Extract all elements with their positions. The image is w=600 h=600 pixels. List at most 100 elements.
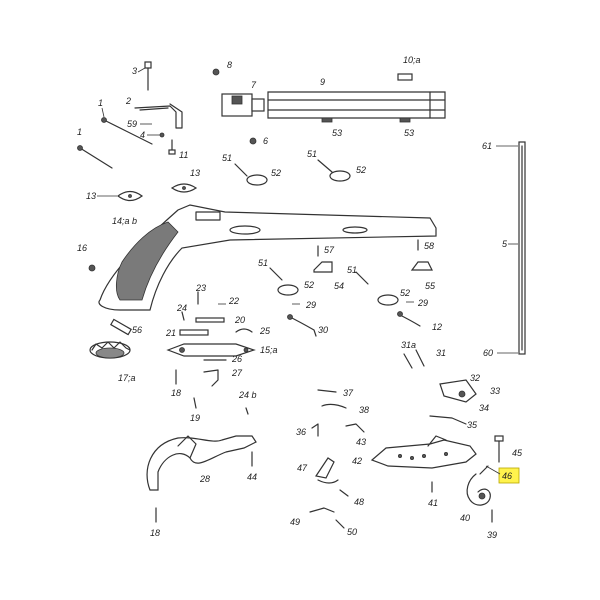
callout-31: 31: [436, 348, 446, 358]
callout-46-highlight[interactable]: 46: [498, 467, 520, 484]
part-35-spring: [429, 415, 467, 425]
callout-18a: 18: [171, 388, 181, 398]
callout-41: 41: [428, 498, 438, 508]
callout-29a: 29: [305, 300, 316, 310]
part-45-screw: [494, 435, 504, 463]
part-14-stock: [98, 204, 437, 311]
callout-59: 59: [127, 119, 137, 129]
callout-57: 57: [324, 245, 335, 255]
part-53-lug-a: [321, 117, 333, 123]
callout-12: 12: [432, 322, 442, 332]
part-52-ferrule-c: [277, 284, 299, 296]
part-51-screw-b: [317, 159, 333, 173]
callout-37: 37: [343, 388, 354, 398]
part-7-breech-plug: [221, 93, 265, 117]
callout-51b: 51: [307, 149, 317, 159]
callout-49: 49: [290, 517, 300, 527]
callout-20: 20: [234, 315, 245, 325]
callout-8: 8: [227, 60, 232, 70]
part-30-spring: [287, 314, 317, 337]
callout-14ab: 14;a b: [112, 216, 137, 226]
part-20-bar: [195, 317, 225, 323]
callout-53a: 53: [332, 128, 342, 138]
callout-56: 56: [132, 325, 142, 335]
part-47-lever: [315, 457, 339, 484]
part-48-screw: [339, 489, 349, 497]
callout-50: 50: [347, 527, 357, 537]
callout-54: 54: [334, 281, 344, 291]
callout-32: 32: [470, 373, 480, 383]
part-6-screw: [249, 137, 257, 145]
part-51-screw-d: [355, 271, 369, 285]
callout-39: 39: [487, 530, 497, 540]
part-38-spring: [321, 403, 347, 409]
callout-3: 3: [132, 66, 137, 76]
callout-47: 47: [297, 463, 308, 473]
callout-4: 4: [140, 130, 145, 140]
part-24-pin: [181, 311, 185, 321]
callout-31a: 31a: [401, 340, 416, 350]
part-51-screw-a: [234, 163, 248, 177]
part-34-tumbler: [439, 379, 477, 403]
callout-17a: 17;a: [118, 373, 136, 383]
part-52-ferrule-d: [377, 294, 399, 306]
callout-30: 30: [318, 325, 328, 335]
callout-1b: 1: [77, 127, 82, 137]
callout-61: 61: [482, 141, 492, 151]
callout-1a: 1: [98, 98, 103, 108]
part-15-trigger-plate: [166, 343, 256, 357]
callout-36: 36: [296, 427, 306, 437]
part-13-escutcheon-a: [116, 190, 144, 202]
part-8-screw: [212, 68, 220, 76]
part-28-trigger-guard: [146, 435, 257, 491]
part-49-spring: [309, 507, 335, 513]
callout-38: 38: [359, 405, 369, 415]
callout-46: 46: [502, 471, 512, 481]
part-56-pin: [110, 318, 132, 336]
callout-6: 6: [263, 136, 268, 146]
callout-43: 43: [356, 437, 366, 447]
callout-55: 55: [425, 281, 436, 291]
callout-23: 23: [195, 283, 206, 293]
callout-15a: 15;a: [260, 345, 278, 355]
callout-21: 21: [165, 328, 176, 338]
callout-11: 11: [179, 150, 188, 160]
callout-18b: 18: [150, 528, 160, 538]
callout-60: 60: [483, 348, 493, 358]
callout-52b: 52: [356, 165, 366, 175]
part-52-ferrule-b: [329, 170, 351, 182]
part-16-screw: [88, 264, 96, 272]
callout-9: 9: [320, 77, 325, 87]
part-2-plate: [134, 103, 183, 129]
callout-58: 58: [424, 241, 434, 251]
part-43-part: [345, 423, 365, 433]
callout-35: 35: [467, 420, 478, 430]
part-31-screws: [403, 349, 425, 369]
part-36-pin: [311, 423, 319, 437]
callout-16: 16: [77, 243, 87, 253]
part-21-bar: [179, 329, 209, 336]
callout-51c: 51: [258, 258, 268, 268]
part-25-spring: [235, 328, 253, 333]
part-51-screw-c: [269, 267, 283, 281]
callout-33: 33: [490, 386, 500, 396]
part-37-screw: [317, 389, 337, 393]
part-27-sear: [203, 369, 219, 387]
part-9-barrel: [267, 73, 446, 119]
callout-28: 28: [199, 474, 210, 484]
callout-45: 45: [512, 448, 523, 458]
callout-25: 25: [259, 326, 271, 336]
callout-52a: 52: [271, 168, 281, 178]
part-53-lug-b: [399, 117, 411, 123]
part-12-spring: [397, 311, 421, 327]
part-50-screw: [335, 519, 345, 529]
callout-40: 40: [460, 513, 470, 523]
part-40-hammer: [466, 465, 491, 506]
callout-13a: 13: [86, 191, 96, 201]
part-3-screw: [144, 61, 152, 91]
callout-7: 7: [251, 80, 257, 90]
callout-24b: 24 b: [238, 390, 257, 400]
callout-53b: 53: [404, 128, 414, 138]
callout-24: 24: [176, 303, 187, 313]
